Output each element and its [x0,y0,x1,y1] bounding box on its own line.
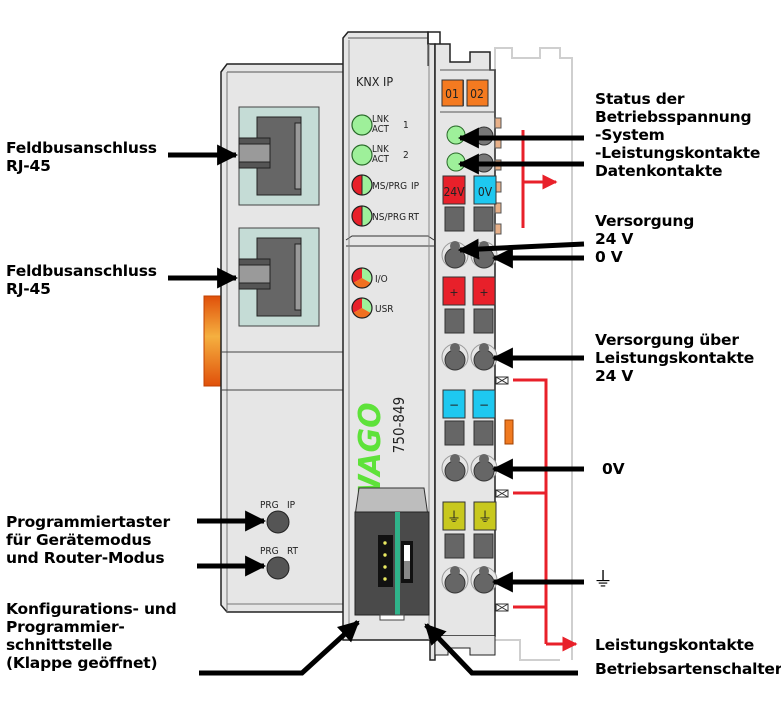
supply-module [427,31,502,656]
device-model-label: KNX IP [356,74,393,89]
svg-text:NS/PRG: NS/PRG [372,212,406,223]
svg-text:+: + [479,286,488,299]
terminal-plus[interactable]: + + [441,276,498,371]
svg-text:PRG: PRG [260,546,279,557]
label-0v: 0V [602,460,625,478]
svg-text:IP: IP [411,181,420,192]
callout-arrows [168,127,585,676]
svg-text:02: 02 [470,87,484,101]
svg-text:ACT: ACT [372,154,390,165]
config-interface[interactable] [354,487,430,621]
locking-lever[interactable] [203,295,222,387]
svg-text:RT: RT [287,546,299,557]
terminal-ground[interactable]: ⏚ ⏚ [441,501,498,594]
led-ns-prg-rt: NS/PRG RT [351,205,420,227]
svg-text:+: + [449,286,458,299]
svg-text:I/O: I/O [375,274,388,285]
label-power-contacts: Leistungskontakte [595,636,755,654]
led-io: I/O [351,267,388,289]
label-mode-switch: Betriebsartenschalter [595,660,781,678]
svg-text:LNK: LNK [372,114,389,125]
rj45-port-1[interactable] [238,106,320,206]
svg-text:0V: 0V [478,185,493,199]
power-contact-markers [495,376,509,612]
svg-text:−: − [449,398,459,412]
svg-text:⏚: ⏚ [478,510,492,526]
svg-text:USR: USR [375,304,394,315]
svg-text:2: 2 [403,150,409,161]
led-usr: USR [351,297,394,319]
led-ms-prg-ip: MS/PRG IP [351,174,420,196]
svg-text:IP: IP [287,500,296,511]
power-contacts-bracket [513,378,578,652]
label-ground: ⏚ [593,567,613,591]
led-lnk-act-1: LNK ACT 1 [351,114,409,136]
svg-text:−: − [479,398,489,412]
marker-tags: 01 02 [441,79,489,107]
svg-text:1: 1 [403,120,409,131]
article-number: 750-849 [390,397,408,453]
prg-rt-button[interactable]: PRG RT [260,546,299,580]
svg-text:ACT: ACT [372,124,390,135]
svg-text:24V: 24V [443,185,465,199]
next-module-outline [494,47,573,661]
svg-text:01: 01 [445,87,459,101]
svg-text:⏚: ⏚ [447,510,461,526]
terminal-minus[interactable]: − − [441,389,514,482]
svg-text:MS/PRG: MS/PRG [372,181,407,192]
mode-switch[interactable] [401,541,413,583]
svg-text:RT: RT [408,212,420,223]
svg-text:LNK: LNK [372,144,389,155]
data-contacts-bracket [521,130,558,228]
prg-ip-button[interactable]: PRG IP [260,500,296,534]
label-24v-0v: 24V 0V [442,175,497,205]
svg-text:PRG: PRG [260,500,279,511]
led-lnk-act-2: LNK ACT 2 [351,144,409,166]
rj45-port-2[interactable] [238,227,320,327]
